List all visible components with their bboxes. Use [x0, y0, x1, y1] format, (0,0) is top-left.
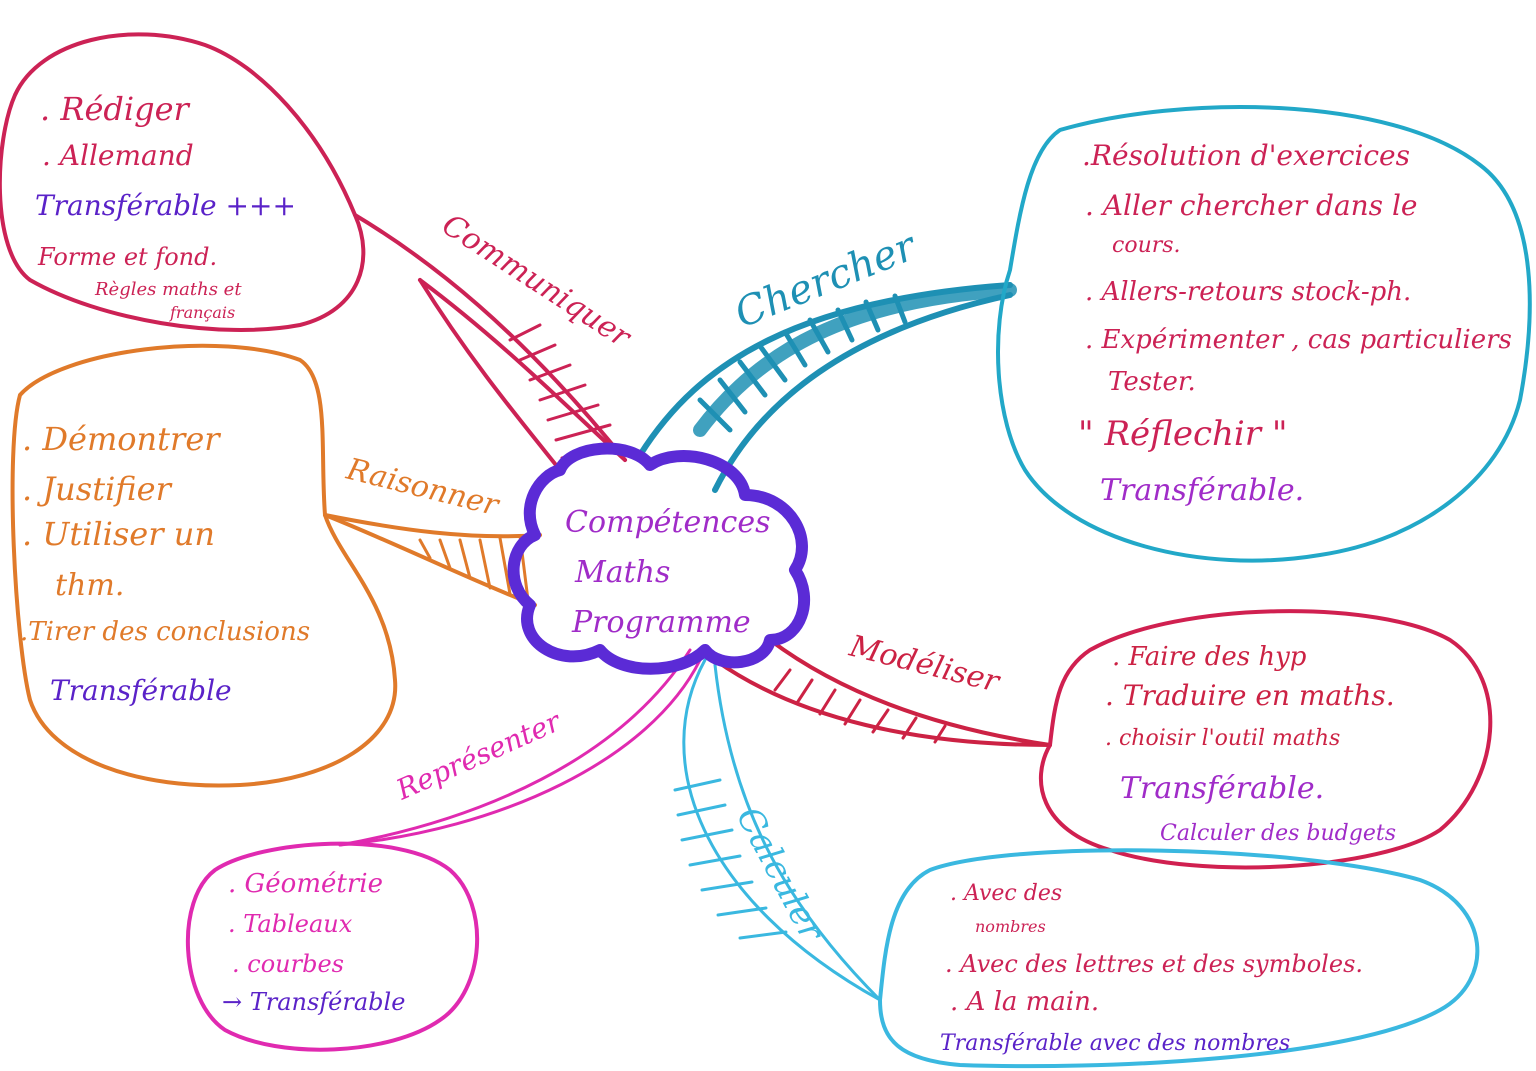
communiquer-item: . Allemand: [42, 139, 194, 172]
chercher-item: Tester.: [1108, 367, 1196, 397]
communiquer-label: Communiquer: [436, 207, 638, 355]
representer-connector: [338, 648, 702, 847]
modeliser-transfer: Transférable.: [1120, 771, 1324, 806]
communiquer-extra: français: [169, 303, 235, 322]
communiquer-transfer: Transférable +++: [35, 189, 296, 222]
calculer-connector: [673, 658, 882, 1002]
representer-transfer: → Transférable: [222, 988, 405, 1016]
modeliser-extra: Calculer des budgets: [1160, 821, 1396, 846]
communiquer-text: . Rédiger . Allemand Transférable +++ Fo…: [35, 90, 296, 322]
chercher-item: cours.: [1112, 233, 1181, 258]
chercher-item: . Aller chercher dans le: [1085, 189, 1417, 222]
calculer-text: . Avec des nombres . Avec des lettres et…: [940, 881, 1363, 1056]
center-title: Compétences Maths Programme: [565, 505, 771, 640]
chercher-item: . Allers-retours stock-ph.: [1085, 277, 1411, 307]
center-line-2: Maths: [574, 555, 670, 590]
center-line-3: Programme: [571, 605, 751, 640]
communiquer-item: . Rédiger: [40, 90, 191, 128]
modeliser-bubble: [1038, 609, 1493, 870]
chercher-connector: [637, 282, 1017, 493]
modeliser-connector: [713, 638, 1052, 747]
chercher-transfer: Transférable.: [1100, 473, 1304, 508]
calculer-item: . Avec des lettres et des symboles.: [945, 950, 1363, 978]
calculer-transfer: Transférable avec des nombres: [940, 1031, 1290, 1056]
calculer-item: nombres: [975, 917, 1046, 936]
raisonner-item: . Démontrer: [22, 420, 221, 458]
chercher-item: .Résolution d'exercices: [1082, 139, 1410, 172]
center-cloud: [507, 442, 810, 675]
modeliser-label: Modéliser: [845, 629, 1004, 700]
center-line-1: Compétences: [565, 505, 771, 540]
representer-item: . Tableaux: [228, 910, 353, 938]
representer-bubble: [185, 841, 480, 1052]
calculer-item: . A la main.: [950, 987, 1099, 1017]
chercher-item: . Expérimenter , cas particuliers: [1085, 325, 1512, 355]
raisonner-item: . Utiliser un: [22, 515, 215, 553]
communiquer-extra: Règles maths et: [94, 279, 242, 300]
raisonner-item: . Justifier: [22, 470, 173, 508]
raisonner-label: Raisonner: [342, 452, 503, 524]
modeliser-item: . Traduire en maths.: [1105, 679, 1395, 712]
chercher-item: " Réflechir ": [1078, 414, 1287, 454]
representer-label: Représenter: [391, 704, 567, 807]
calculer-label: Calculer: [728, 800, 832, 949]
modeliser-item: . choisir l'outil maths: [1105, 726, 1340, 751]
communiquer-bubble: [0, 32, 366, 332]
representer-item: . courbes: [232, 950, 344, 978]
raisonner-transfer: Transférable: [50, 674, 232, 707]
raisonner-connector: [323, 513, 542, 607]
raisonner-bubble: [10, 343, 398, 788]
communiquer-extra: Forme et fond.: [37, 243, 217, 271]
modeliser-text: . Faire des hyp . Traduire en maths. . c…: [1105, 642, 1396, 846]
calculer-item: . Avec des: [950, 881, 1062, 906]
representer-item: . Géométrie: [228, 869, 383, 899]
raisonner-text: . Démontrer . Justifier . Utiliser un th…: [20, 420, 310, 707]
raisonner-item: thm.: [55, 568, 124, 603]
chercher-bubble: [996, 105, 1532, 563]
raisonner-item: .Tirer des conclusions: [20, 617, 310, 647]
communiquer-connector: [353, 213, 627, 472]
chercher-text: .Résolution d'exercices . Aller chercher…: [1078, 139, 1512, 508]
modeliser-item: . Faire des hyp: [1112, 642, 1307, 672]
calculer-bubble: [877, 848, 1480, 1069]
representer-text: . Géométrie . Tableaux . courbes → Trans…: [222, 869, 405, 1016]
